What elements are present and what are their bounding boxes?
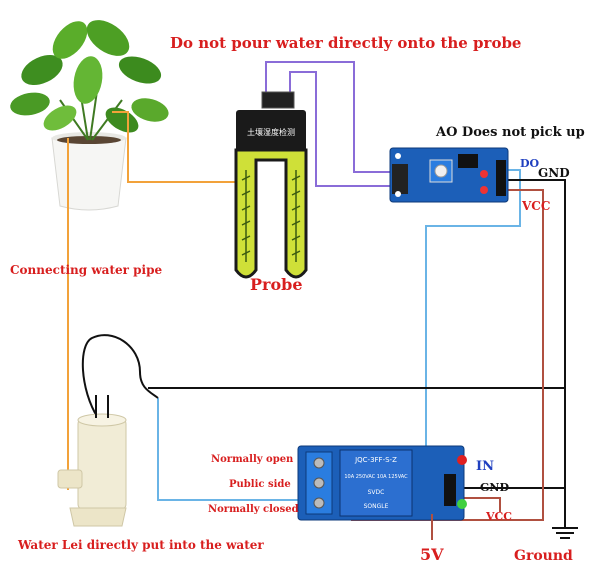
ground-wires bbox=[148, 179, 578, 539]
water-pump bbox=[57, 395, 127, 527]
potted-plant bbox=[10, 20, 169, 211]
sensor-gnd-label: GND bbox=[538, 166, 570, 180]
relay-in-label: IN bbox=[476, 459, 494, 474]
probe-sensor-wires bbox=[265, 61, 390, 187]
sensor-module bbox=[389, 147, 509, 203]
relay-vcc-label: VCC bbox=[485, 510, 512, 523]
public-side-label: Public side bbox=[229, 479, 291, 490]
normally-open-label: Normally open bbox=[211, 454, 294, 465]
water-pipe bbox=[67, 111, 240, 490]
sensor-do-label: DO bbox=[520, 157, 540, 170]
ao-note-label: AO Does not pick up bbox=[435, 125, 585, 140]
water-pipe-label: Connecting water pipe bbox=[10, 263, 162, 277]
probe-chip-text: 土壤湿度检测 bbox=[247, 127, 295, 137]
probe-label: Probe bbox=[250, 275, 303, 294]
pump-label: Water Lei directly put into the water bbox=[17, 538, 264, 552]
pump-cable bbox=[81, 334, 159, 419]
five-v-label: 5V bbox=[420, 545, 444, 564]
ground-label: Ground bbox=[514, 548, 573, 564]
relay-gnd-label: GND bbox=[480, 481, 509, 494]
sensor-vcc-label: VCC bbox=[521, 199, 550, 213]
warning-label: Do not pour water directly onto the prob… bbox=[170, 34, 521, 52]
relay-module: JQC-3FF-S-Z 10A 250VAC 10A 125VAC SVDC S… bbox=[297, 445, 467, 521]
relay-model-text: JQC-3FF-S-Z bbox=[354, 456, 397, 464]
soil-probe: 土壤湿度检测 bbox=[234, 91, 308, 279]
normally-closed-label: Normally closed bbox=[208, 504, 299, 515]
relay-rating-text: 10A 250VAC 10A 125VAC bbox=[344, 474, 408, 480]
relay-voltage-text: SVDC bbox=[368, 489, 385, 496]
relay-brand-text: SONGLE bbox=[364, 503, 389, 510]
